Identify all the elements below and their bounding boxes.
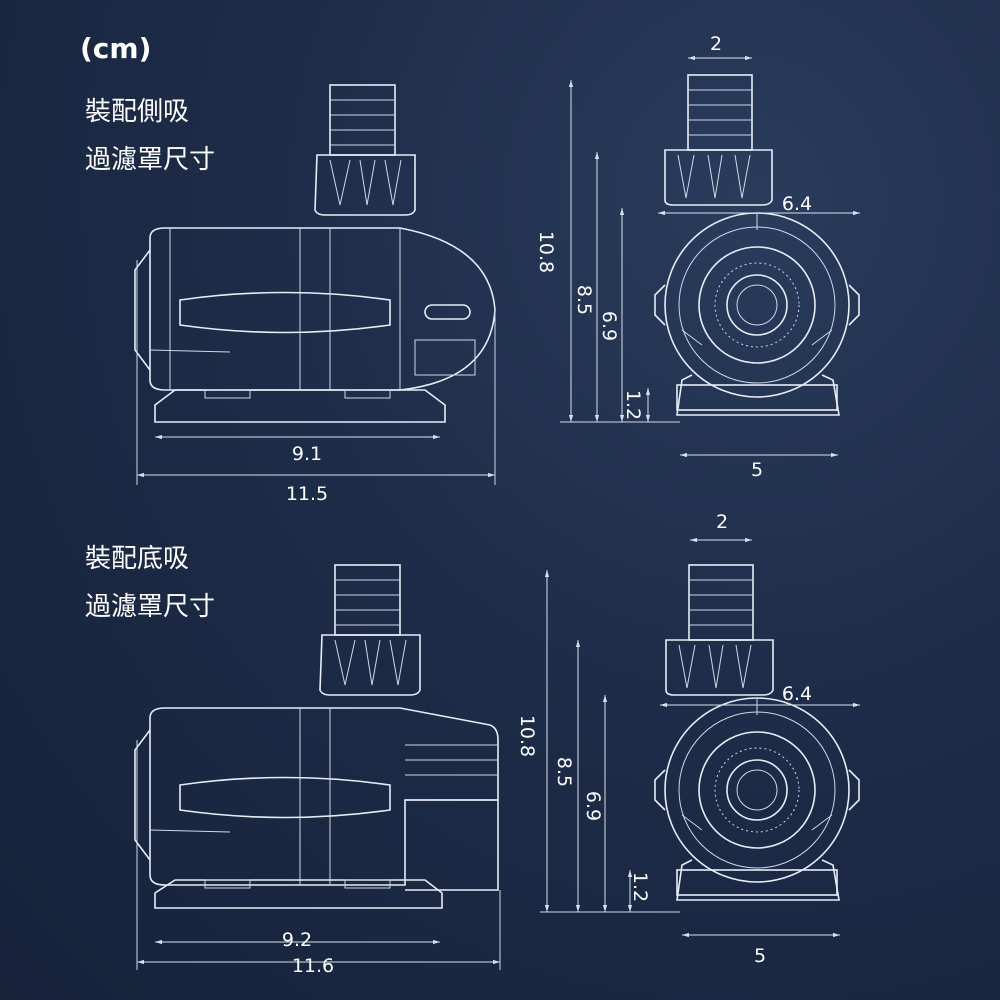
top-base-height-label: 1.2 [622, 390, 644, 420]
bottom-base-length-label: 9.2 [282, 929, 312, 951]
bottom-total-height-label: 10.8 [516, 715, 538, 757]
top-body-width-label: 6.4 [782, 193, 812, 215]
top-title-line1: 裝配側吸 [85, 97, 189, 127]
bottom-front-view-pump [654, 564, 860, 901]
bottom-inlet-height-label: 6.9 [582, 791, 604, 821]
top-title-line2: 過濾罩尺寸 [85, 145, 215, 175]
top-total-length-label: 11.5 [286, 483, 328, 505]
top-side-dimensions: 9.1 11.5 [136, 260, 496, 505]
bottom-base-width-label: 5 [754, 945, 766, 967]
top-base-length-label: 9.1 [292, 443, 322, 465]
top-total-height-label: 10.8 [535, 231, 557, 273]
top-front-dimensions: 2 10.8 8.5 6.9 1.2 6.4 5 [535, 33, 860, 481]
bottom-body-height-label: 8.5 [553, 757, 575, 787]
top-side-view-pump [134, 84, 496, 423]
top-inlet-height-label: 6.9 [598, 311, 620, 341]
bottom-total-length-label: 11.6 [292, 955, 334, 977]
top-outlet-width-label: 2 [710, 33, 722, 55]
bottom-front-dimensions: 2 10.8 8.5 6.9 1.2 6.4 5 [516, 511, 860, 967]
bottom-outlet-width-label: 2 [716, 511, 728, 533]
bottom-body-width-label: 6.4 [782, 683, 812, 705]
top-base-width-label: 5 [751, 459, 763, 481]
bottom-side-dimensions: 9.2 11.6 [136, 740, 501, 977]
top-body-height-label: 8.5 [573, 285, 595, 315]
bottom-side-view-pump [134, 564, 499, 909]
unit-label: (cm) [80, 32, 151, 65]
bottom-title-line2: 過濾罩尺寸 [85, 592, 215, 622]
top-front-view-pump [654, 74, 860, 416]
bottom-title-line1: 裝配底吸 [85, 544, 189, 574]
bottom-base-height-label: 1.2 [629, 872, 651, 902]
